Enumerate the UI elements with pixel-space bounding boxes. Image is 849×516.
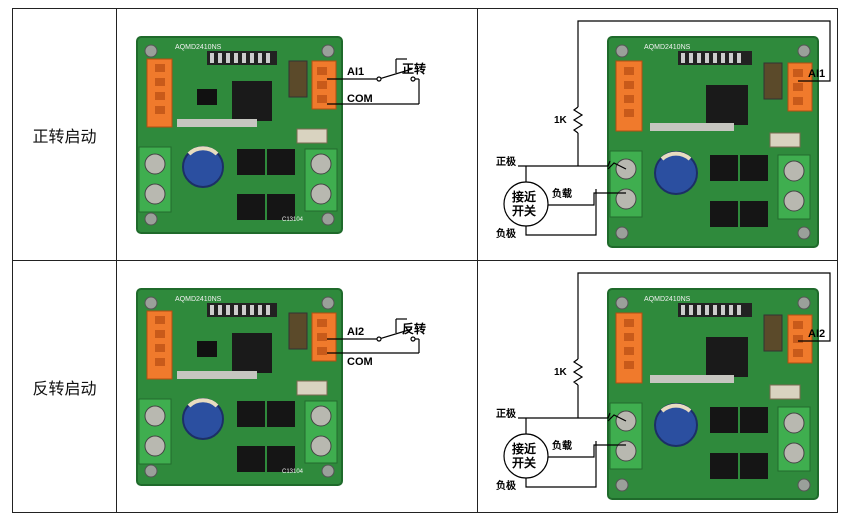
switch-wiring <box>327 58 420 105</box>
pcb-board-photo: AQMD2410NS <box>606 36 819 248</box>
sensor-name-line2: 开关 <box>512 455 536 470</box>
wiring-table: 正转启动 <box>12 8 838 513</box>
resistor-label: 1K <box>554 115 568 126</box>
positive-label: 正极 <box>496 155 517 168</box>
pcb-board-photo: AQMD2410NS C13104 <box>136 36 343 234</box>
mode-label-reverse: 反转启动 <box>12 260 117 513</box>
pcb-board-photo: AQMD2410NS C13104 <box>136 288 343 486</box>
sensor-input-label: AI1 <box>808 68 825 80</box>
board-model-text: AQMD2410NS <box>644 44 691 51</box>
switch-wiring <box>327 318 420 354</box>
sensor-wiring <box>502 272 831 488</box>
switch-label: 反转 <box>402 321 426 336</box>
sensor-wiring-cell-reverse: AQMD2410NS AI2 1K 正极 接近 <box>476 260 838 513</box>
sensor-name-line2: 开关 <box>512 203 536 218</box>
sensor-wiring <box>502 20 831 236</box>
common-label: COM <box>347 93 373 105</box>
row-forward: 正转启动 <box>12 8 838 261</box>
switch-wiring-cell-forward: AQMD2410NS C13104 AI1 正转 COM <box>116 8 478 261</box>
sensor-wiring-diagram-forward: AQMD2410NS AI1 1K 正极 接近 <box>496 20 831 248</box>
switch-input-label: AI2 <box>347 326 364 338</box>
sensor-wiring-diagram-reverse: AQMD2410NS AI2 1K 正极 接近 <box>496 272 831 500</box>
row-reverse: 反转启动 <box>12 260 838 513</box>
board-model-text: AQMD2410NS <box>644 296 691 303</box>
switch-wiring-diagram-reverse: AQMD2410NS C13104 AI2 反转 COM <box>136 288 426 486</box>
board-model-text: AQMD2410NS <box>175 44 222 51</box>
sensor-wiring-cell-forward: AQMD2410NS AI1 1K 正极 接近 <box>476 8 838 261</box>
common-label: COM <box>347 356 373 368</box>
sensor-name-line1: 接近 <box>512 189 536 204</box>
pcb-board-photo: AQMD2410NS <box>606 288 819 500</box>
load-label: 负载 <box>552 439 572 452</box>
sensor-name-line1: 接近 <box>512 441 536 456</box>
switch-wiring-diagram-forward: AQMD2410NS C13104 AI1 正转 COM <box>136 36 426 234</box>
switch-wiring-cell-reverse: AQMD2410NS C13104 AI2 反转 COM <box>116 260 478 513</box>
switch-label: 正转 <box>402 61 426 76</box>
switch-input-label: AI1 <box>347 66 364 78</box>
negative-label: 负极 <box>496 479 517 492</box>
board-cap-label: C13104 <box>282 217 304 223</box>
load-label: 负载 <box>552 187 572 200</box>
negative-label: 负极 <box>496 227 517 240</box>
sensor-input-label: AI2 <box>808 328 825 340</box>
board-model-text: AQMD2410NS <box>175 296 222 303</box>
board-cap-label: C13104 <box>282 469 304 475</box>
positive-label: 正极 <box>496 407 517 420</box>
resistor-label: 1K <box>554 367 568 378</box>
mode-label-forward: 正转启动 <box>12 8 117 261</box>
